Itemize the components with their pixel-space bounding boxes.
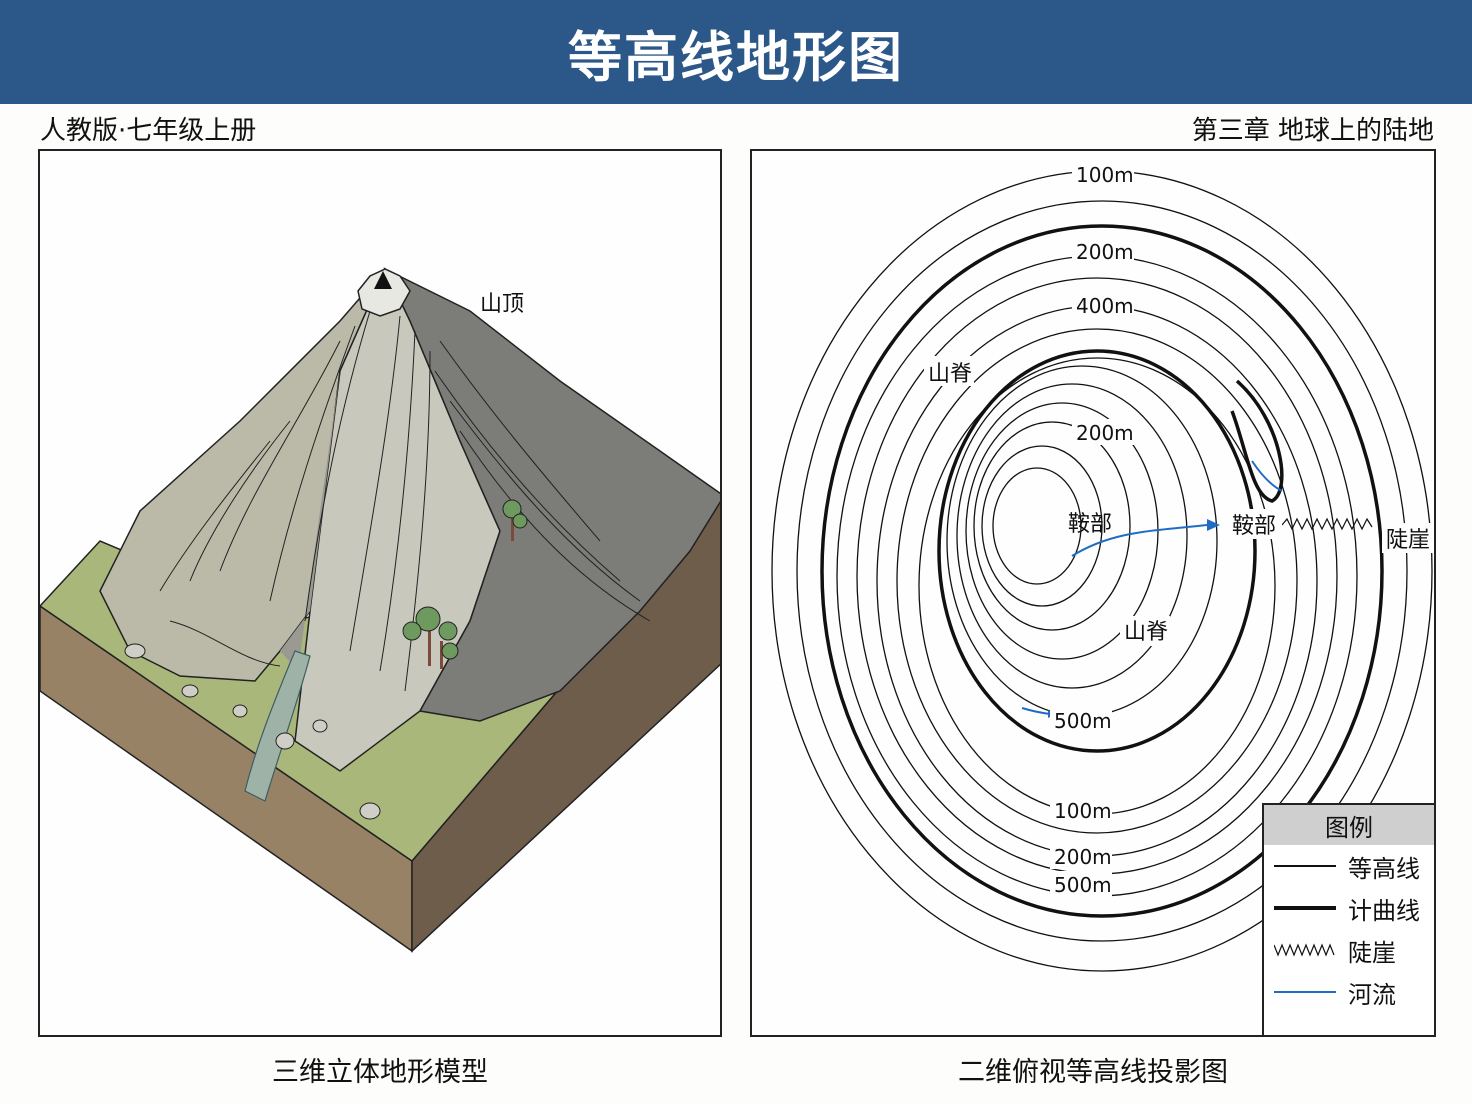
contour-label-500m: 500m	[1054, 709, 1112, 733]
thin-line-icon	[1274, 860, 1336, 872]
contour-label-100m-top: 100m	[1076, 163, 1134, 187]
textbook-edition: 人教版·七年级上册	[40, 116, 257, 146]
terrain-3d-illustration: 山顶	[40, 267, 720, 953]
contour-map: 100m 200m 400m 200m 500m 100m 200m 500m …	[771, 159, 1434, 972]
page-title: 等高线地形图	[568, 25, 904, 89]
legend-title: 图例	[1264, 805, 1434, 845]
legend-item-contour: 等高线	[1264, 845, 1434, 887]
contour-label-400m-top: 400m	[1076, 294, 1134, 318]
contour-label-100m-bottom: 100m	[1054, 799, 1112, 823]
contour-label-500m-bottom: 500m	[1054, 873, 1112, 897]
chapter-title: 第三章 地球上的陆地	[1191, 116, 1434, 146]
cliff-symbol	[1281, 517, 1373, 531]
contour-label-200m-top: 200m	[1076, 240, 1134, 264]
legend-item-index-contour: 计曲线	[1264, 887, 1434, 929]
terrain-3d-caption: 三维立体地形模型	[272, 1057, 488, 1088]
title-banner: 等高线地形图	[0, 0, 1472, 104]
tree-icon	[402, 606, 459, 669]
legend-item-river: 河流	[1264, 971, 1434, 1013]
summit-label: 山顶	[480, 292, 524, 317]
contour-label-200m-inner: 200m	[1076, 421, 1134, 445]
cliff-label: 陡崖	[1386, 528, 1430, 553]
river-line-icon	[1274, 986, 1336, 998]
terrain-3d-panel: 山顶	[38, 149, 722, 1037]
ridge-label-upper: 山脊	[928, 362, 972, 387]
contour-label-200m-bottom: 200m	[1054, 845, 1112, 869]
saddle-label-right: 鞍部	[1232, 514, 1276, 539]
contour-map-caption: 二维俯视等高线投影图	[958, 1057, 1228, 1088]
legend-item-cliff: 陡崖	[1264, 929, 1434, 971]
tree-icon	[502, 499, 528, 541]
map-legend: 图例 等高线 计曲线 陡崖 河流	[1262, 803, 1434, 1035]
thick-line-icon	[1274, 902, 1336, 914]
ridge-label-lower: 山脊	[1124, 620, 1168, 645]
saddle-label-left: 鞍部	[1068, 512, 1112, 537]
contour-map-panel: 100m 200m 400m 200m 500m 100m 200m 500m …	[750, 149, 1436, 1037]
zigzag-icon	[1274, 943, 1336, 957]
